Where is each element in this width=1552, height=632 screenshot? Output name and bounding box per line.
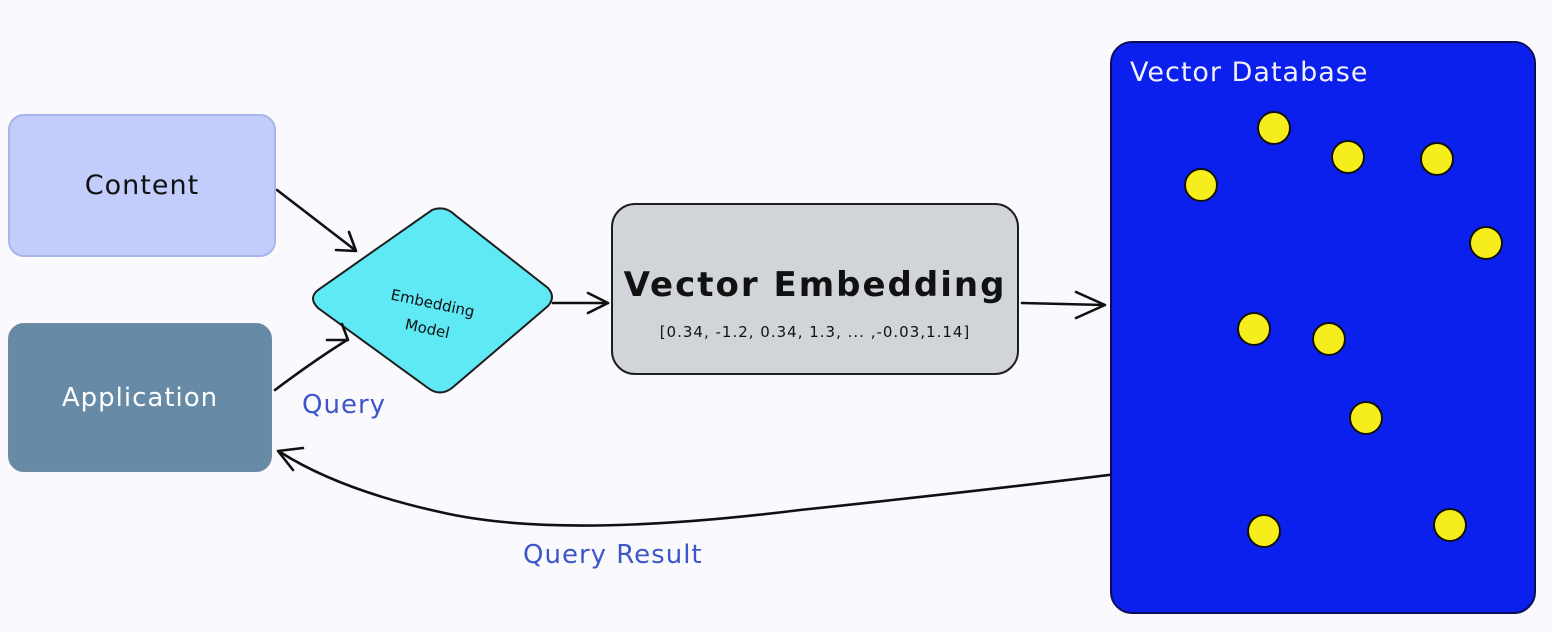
vector-point [1257, 111, 1291, 145]
arrow-content-to-model [275, 188, 357, 252]
arrowhead-application-to-model [325, 322, 350, 342]
vector-point [1247, 514, 1281, 548]
arrow-embedding-to-database [1020, 301, 1106, 307]
vector-database-title: Vector Database [1130, 57, 1369, 88]
embedding-model-diamond [312, 207, 553, 394]
vector-point [1331, 140, 1365, 174]
content-label: Content [84, 170, 200, 201]
vector-point [1312, 322, 1346, 356]
vector-point [1184, 168, 1218, 202]
vector-point [1469, 226, 1503, 260]
vector-point [1433, 508, 1467, 542]
arrow-query-result [278, 450, 1246, 527]
vector-point [1420, 142, 1454, 176]
arrow-application-to-model [273, 338, 349, 392]
application-node: Application [8, 323, 272, 472]
content-node: Content [8, 114, 276, 257]
arrowhead-embedding-to-database [1074, 290, 1107, 320]
query-result-label: Query Result [523, 540, 703, 570]
arrowhead-content-to-model [334, 230, 358, 253]
arrowhead-model-to-embedding [586, 291, 610, 315]
vector-point [1237, 312, 1271, 346]
query-label: Query [302, 390, 387, 420]
arrowhead-query-result [276, 446, 305, 472]
vector-embedding-title: Vector Embedding [623, 265, 1007, 305]
vector-embedding-values: [0.34, -1.2, 0.34, 1.3, ... ,-0.03,1.14] [659, 323, 971, 341]
vector-embedding-node: Vector Embedding [0.34, -1.2, 0.34, 1.3,… [611, 203, 1019, 375]
application-label: Application [61, 382, 219, 413]
vector-point [1349, 401, 1383, 435]
